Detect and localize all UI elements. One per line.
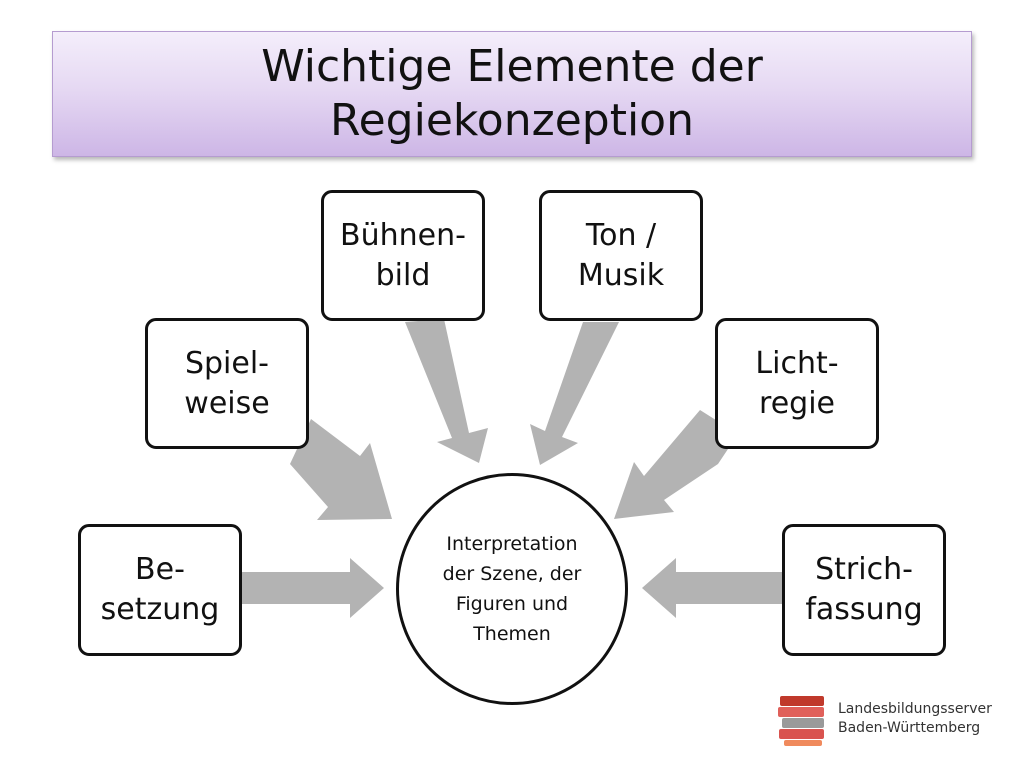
center-node-label: Interpretation der Szene, der Figuren un… bbox=[442, 533, 582, 645]
center-node: Interpretation der Szene, der Figuren un… bbox=[396, 473, 628, 705]
arrow-besetzung bbox=[242, 558, 384, 618]
arrow-tonmusik bbox=[530, 322, 619, 465]
slide-title: Wichtige Elemente der Regiekonzeption bbox=[261, 41, 763, 146]
arrow-lichtregie bbox=[614, 410, 738, 519]
node-lichtregie-label: Licht- regie bbox=[755, 345, 839, 421]
arrow-buehnenbild bbox=[405, 319, 488, 463]
slide-title-box: Wichtige Elemente der Regiekonzeption bbox=[52, 31, 972, 157]
node-tonmusik: Ton / Musik bbox=[539, 190, 703, 321]
node-spielweise: Spiel- weise bbox=[145, 318, 309, 449]
node-besetzung-label: Be- setzung bbox=[100, 552, 220, 627]
landesbildungsserver-logo: Landesbildungsserver Baden-Württemberg bbox=[776, 692, 996, 748]
node-tonmusik-label: Ton / Musik bbox=[577, 217, 665, 293]
node-besetzung: Be- setzung bbox=[78, 524, 242, 656]
node-spielweise-label: Spiel- weise bbox=[184, 345, 270, 421]
node-lichtregie: Licht- regie bbox=[715, 318, 879, 449]
node-buehnenbild: Bühnen- bild bbox=[321, 190, 485, 321]
arrow-strichfassung bbox=[642, 558, 782, 618]
books-icon bbox=[778, 696, 824, 746]
logo-text: Landesbildungsserver Baden-Württemberg bbox=[838, 701, 992, 736]
arrow-spielweise bbox=[290, 419, 392, 520]
node-strichfassung: Strich- fassung bbox=[782, 524, 946, 656]
node-buehnenbild-label: Bühnen- bild bbox=[340, 217, 466, 293]
node-strichfassung-label: Strich- fassung bbox=[805, 552, 923, 627]
